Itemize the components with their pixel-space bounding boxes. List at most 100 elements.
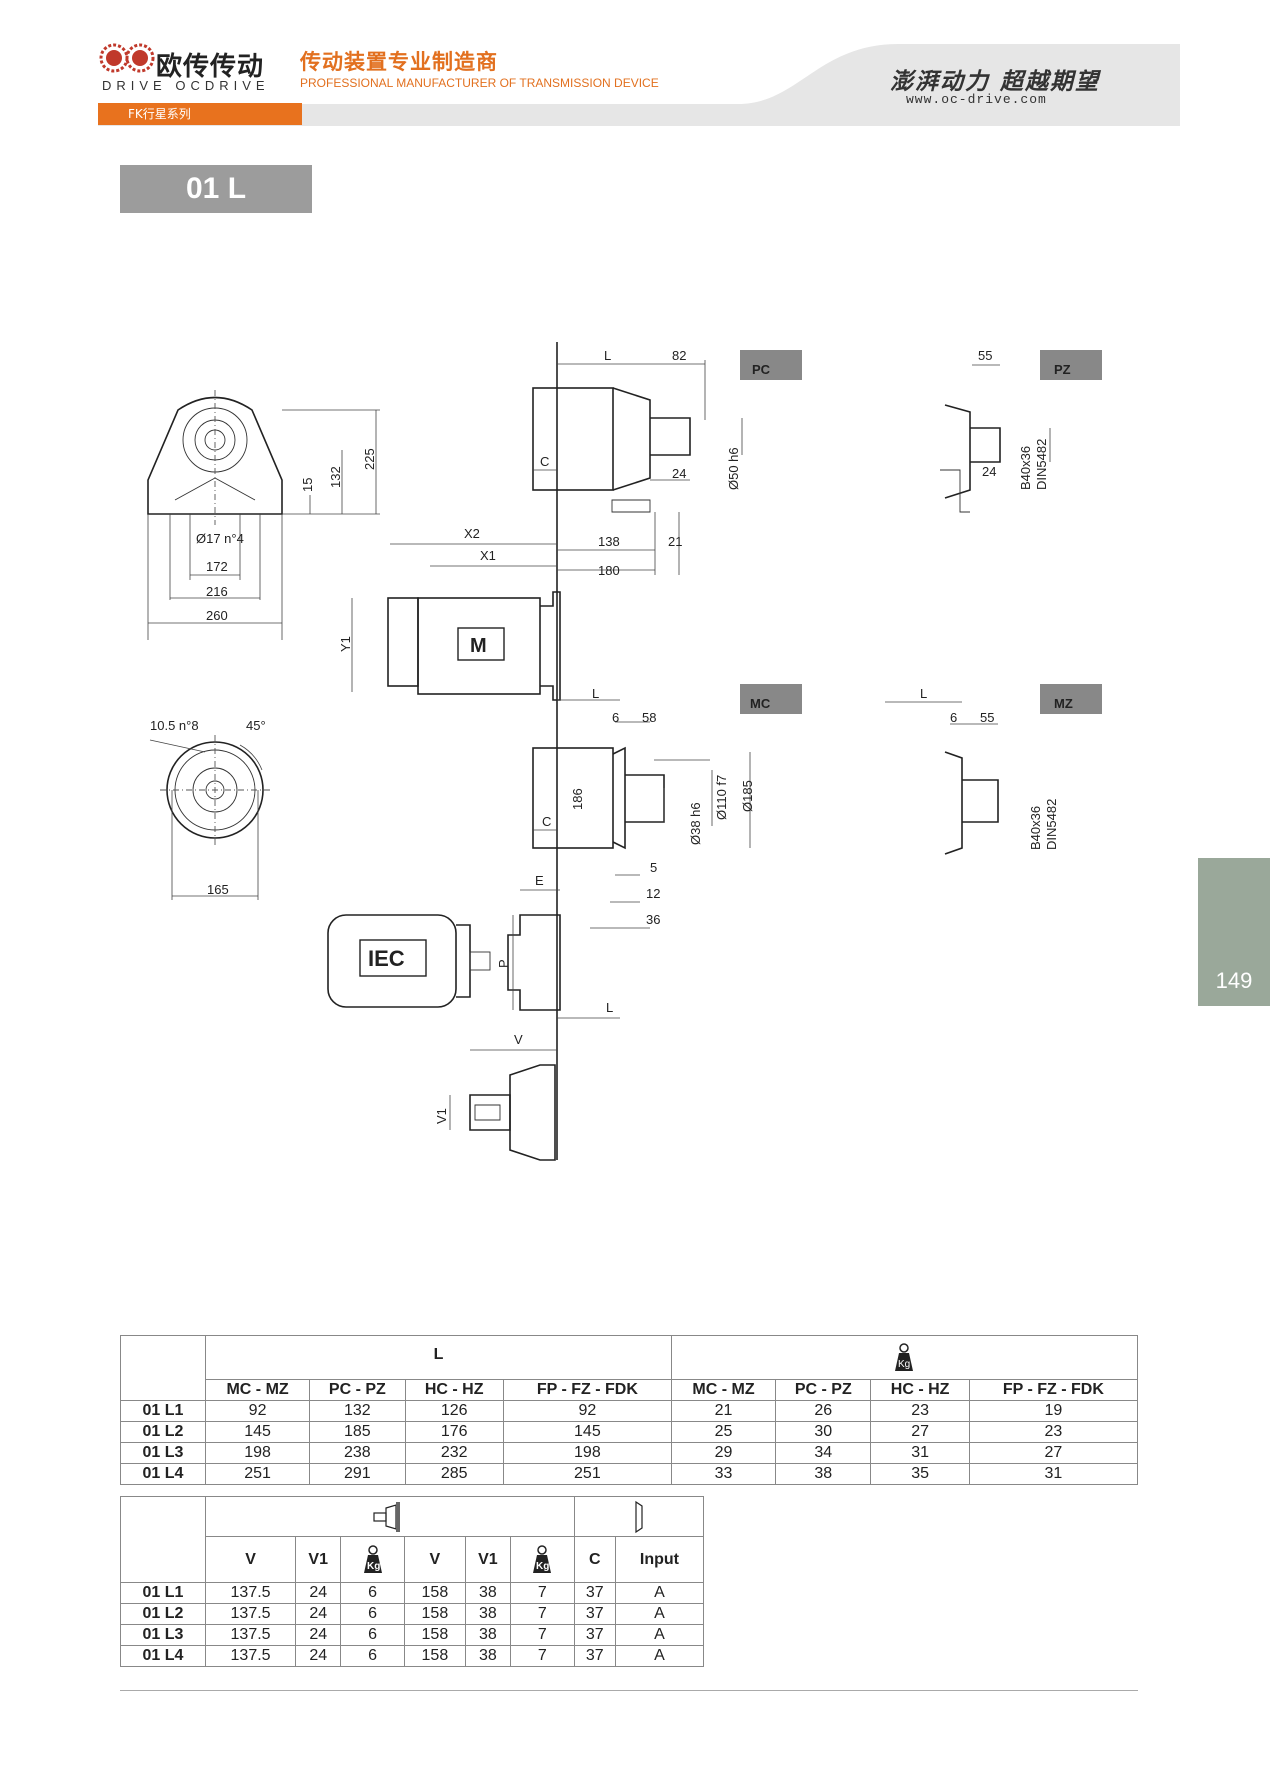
mz-din: DIN5482 xyxy=(1044,799,1059,850)
table-cell: 251 xyxy=(502,1463,672,1485)
brand-name-en: DRIVE OCDRIVE xyxy=(102,78,270,93)
table-cell: 37 xyxy=(573,1582,616,1604)
table1-col-header: MC - MZ xyxy=(204,1379,311,1401)
badge-pz: PZ xyxy=(1054,362,1071,377)
pc-180: 180 xyxy=(598,563,620,578)
mc-58: 58 xyxy=(642,710,656,725)
table-row: 01 L2 145 185 176 145 25 30 27 23 xyxy=(120,1421,1139,1443)
tagline-en: PROFESSIONAL MANUFACTURER OF TRANSMISSIO… xyxy=(300,76,659,90)
iec-view: E P L IEC xyxy=(327,873,620,1019)
table1-col-header: PC - PZ xyxy=(775,1379,872,1401)
table-cell: 185 xyxy=(309,1421,406,1443)
input-view: V V1 xyxy=(434,1032,557,1161)
table-cell: 6 xyxy=(340,1603,405,1625)
table-cell: 24 xyxy=(295,1624,342,1646)
table2-col-header: V1 xyxy=(295,1536,342,1583)
table-cell: 137.5 xyxy=(204,1603,297,1625)
table-cell: 37 xyxy=(573,1645,616,1667)
table-cell: 6 xyxy=(340,1624,405,1646)
table-cell: 27 xyxy=(968,1442,1139,1464)
table1-group-weight: Kg xyxy=(670,1335,1139,1380)
row-model: 01 L3 xyxy=(120,1442,206,1464)
table-cell: 38 xyxy=(464,1603,511,1625)
table-cell: 38 xyxy=(464,1624,511,1646)
mz-l: L xyxy=(920,686,927,701)
table-cell: 31 xyxy=(968,1463,1139,1485)
pc-c: C xyxy=(540,454,549,469)
mc-view: L 6 58 C 186 Ø38 h6 Ø110 f7 Ø185 5 12 36… xyxy=(532,684,802,929)
table-cell: 24 xyxy=(295,1645,342,1667)
side-tab xyxy=(1198,858,1270,1006)
weight-icon: Kg xyxy=(895,1342,914,1371)
table-cell: 29 xyxy=(670,1442,777,1464)
table-cell: 7 xyxy=(509,1603,575,1625)
brand-logo: 欧传传动 DRIVE OCDRIVE xyxy=(98,38,278,98)
table-cell: 34 xyxy=(775,1442,872,1464)
pz-spline: B40x36 xyxy=(1018,446,1033,490)
table-cell: 6 xyxy=(340,1645,405,1667)
table-cell: 158 xyxy=(403,1603,466,1625)
flange-holes: 10.5 n°8 xyxy=(150,718,199,733)
tagline-cn: 传动装置专业制造商 xyxy=(300,50,498,74)
table-cell: 21 xyxy=(670,1400,777,1422)
mz-6: 6 xyxy=(950,710,957,725)
website: www.oc-drive.com xyxy=(906,92,1047,107)
pz-24: 24 xyxy=(982,464,996,479)
brand-name-cn: 欧传传动 xyxy=(156,52,265,82)
row-model: 01 L3 xyxy=(120,1624,206,1646)
mc-5: 5 xyxy=(650,860,657,875)
pz-din: DIN5482 xyxy=(1034,439,1049,490)
dim-216: 216 xyxy=(206,584,228,599)
table1-group-l: L xyxy=(205,1335,672,1380)
mz-spline: B40x36 xyxy=(1028,806,1043,850)
motor-x2: X2 xyxy=(464,526,480,541)
table-cell: 19 xyxy=(968,1400,1139,1422)
gear-logo-icon xyxy=(99,43,155,73)
dim-15: 15 xyxy=(300,478,315,492)
table-cell: 27 xyxy=(870,1421,970,1443)
table-row: 01 L4 251 291 285 251 33 38 35 31 xyxy=(120,1463,1139,1485)
table1-col-header: FP - FZ - FDK xyxy=(502,1379,672,1401)
pc-l: L xyxy=(604,348,611,363)
table-cell: 137.5 xyxy=(204,1582,297,1604)
motor-y1: Y1 xyxy=(338,636,353,652)
row-model: 01 L2 xyxy=(120,1421,206,1443)
mc-shaft-dia: Ø38 h6 xyxy=(688,802,703,845)
table2-group-input xyxy=(205,1496,575,1537)
dim-132: 132 xyxy=(328,466,343,488)
table-row: 01 L4 137.5 24 6 158 38 7 37 A xyxy=(120,1645,705,1667)
mc-c: C xyxy=(542,814,551,829)
table2-col-header: V xyxy=(403,1536,466,1583)
table-cell: 137.5 xyxy=(204,1624,297,1646)
mc-l: L xyxy=(592,686,599,701)
table1-corner xyxy=(120,1335,206,1401)
weight-icon-label: Kg xyxy=(898,1359,910,1370)
input-flange-icon xyxy=(373,1501,400,1532)
table-cell: 291 xyxy=(309,1463,406,1485)
table-cell: 198 xyxy=(502,1442,672,1464)
table2-group-c xyxy=(573,1496,705,1537)
technical-drawing: Ø17 n°4 172 216 260 15 132 225 10.5 n°8 … xyxy=(147,342,1102,1161)
table-cell: A xyxy=(614,1582,705,1604)
footer-divider xyxy=(120,1690,1138,1691)
table1-col-header: PC - PZ xyxy=(309,1379,406,1401)
row-model: 01 L1 xyxy=(120,1582,206,1604)
motor-view: X2 X1 Y1 M xyxy=(338,526,561,701)
table1-col-header: HC - HZ xyxy=(404,1379,504,1401)
input-dimension-table: V V1 Kg V V1 Kg C Input 01 L1 137.5 24 6… xyxy=(120,1496,705,1667)
table-cell: 23 xyxy=(870,1400,970,1422)
table2-col-weight: Kg xyxy=(509,1536,575,1583)
table-cell: 176 xyxy=(404,1421,504,1443)
input-v1: V1 xyxy=(434,1108,449,1124)
weight-icon-label: Kg xyxy=(536,1561,549,1572)
table-cell: 132 xyxy=(309,1400,406,1422)
table2-col-header: V1 xyxy=(464,1536,511,1583)
table-cell: 158 xyxy=(403,1624,466,1646)
table-cell: 7 xyxy=(509,1582,575,1604)
flange-plate-icon xyxy=(635,1500,643,1533)
table-cell: 92 xyxy=(204,1400,311,1422)
table1-col-header: HC - HZ xyxy=(870,1379,970,1401)
table-cell: 25 xyxy=(670,1421,777,1443)
badge-mc: MC xyxy=(750,696,771,711)
table-cell: 31 xyxy=(870,1442,970,1464)
